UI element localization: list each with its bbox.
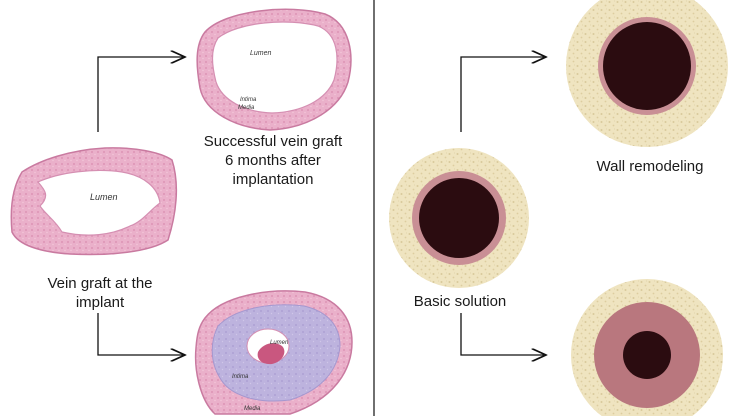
success-caption: Successful vein graft 6 months after imp… <box>203 133 343 188</box>
arrow-to-thickening <box>460 313 546 355</box>
basic-solution-caption: Basic solution <box>413 293 507 310</box>
arrow-to-success <box>97 57 185 132</box>
successful-graft-cross-section: Lumen Intima Media <box>196 8 352 131</box>
success-intima-label: Intima <box>240 97 257 103</box>
implant-caption: Vein graft at the implant <box>47 275 153 311</box>
basic-solution-vessel <box>389 148 529 288</box>
success-media-label: Media <box>238 105 255 111</box>
success-lumen-label: Lumen <box>250 50 272 57</box>
arrow-to-hyperplasia <box>97 313 185 355</box>
wall-remodeling-vessel <box>566 0 728 147</box>
hyperplasia-graft-cross-section: Lumen Intima Media <box>194 290 353 415</box>
implant-lumen-label: Lumen <box>90 192 118 202</box>
failed-media-label: Media <box>244 406 261 412</box>
implant-vein-cross-section: Lumen <box>10 147 178 256</box>
failed-intima-label: Intima <box>232 374 249 380</box>
wall-remodeling-caption: Wall remodeling <box>596 158 704 175</box>
arrow-to-remodeling <box>460 57 546 132</box>
intimal-thickening-vessel <box>571 279 723 416</box>
failed-lumen-label: Lumen <box>270 340 289 346</box>
